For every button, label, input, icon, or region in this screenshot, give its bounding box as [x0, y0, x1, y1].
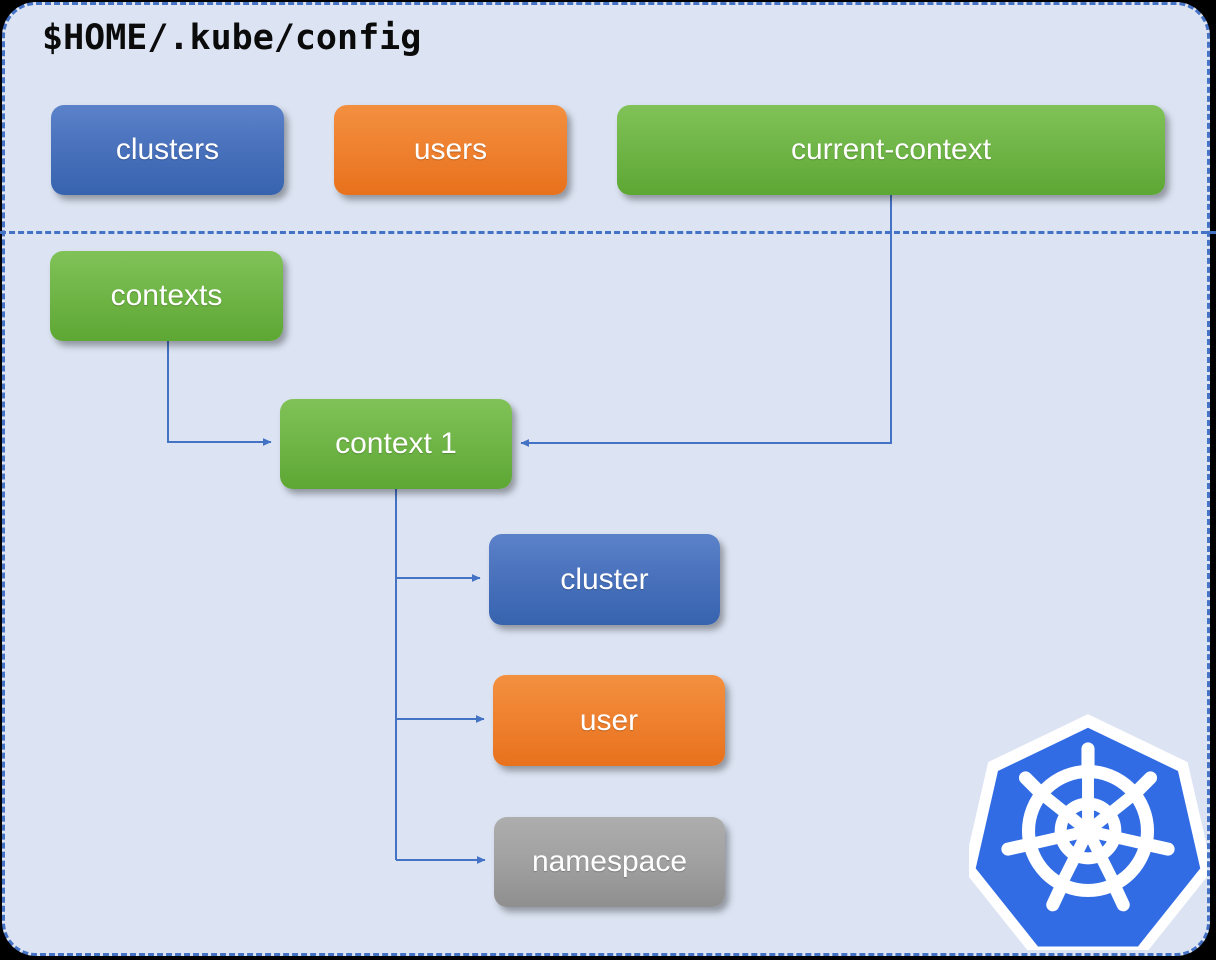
node-user-label: user	[579, 703, 639, 737]
node-contexts-label: contexts	[110, 279, 223, 312]
node-user[interactable]: user	[493, 675, 725, 766]
page-title: $HOME/.kube/config	[42, 18, 422, 58]
node-users[interactable]: users	[334, 105, 567, 195]
node-current-context[interactable]: current-context	[617, 105, 1165, 195]
node-users-label: users	[413, 133, 488, 166]
node-contexts[interactable]: contexts	[50, 251, 283, 341]
node-context-1-label: context 1	[335, 427, 457, 460]
node-current-context-label: current-context	[790, 133, 992, 166]
node-context-1[interactable]: context 1	[280, 399, 512, 489]
node-cluster[interactable]: cluster	[489, 534, 720, 625]
node-namespace-label: namespace	[531, 845, 688, 878]
node-clusters[interactable]: clusters	[51, 105, 284, 195]
node-clusters-label: clusters	[115, 133, 220, 166]
node-namespace[interactable]: namespace	[494, 817, 725, 907]
kubernetes-helm-icon	[1001, 742, 1175, 912]
kubernetes-logo	[969, 714, 1207, 950]
section-divider	[0, 231, 1216, 234]
node-cluster-label: cluster	[560, 562, 649, 596]
